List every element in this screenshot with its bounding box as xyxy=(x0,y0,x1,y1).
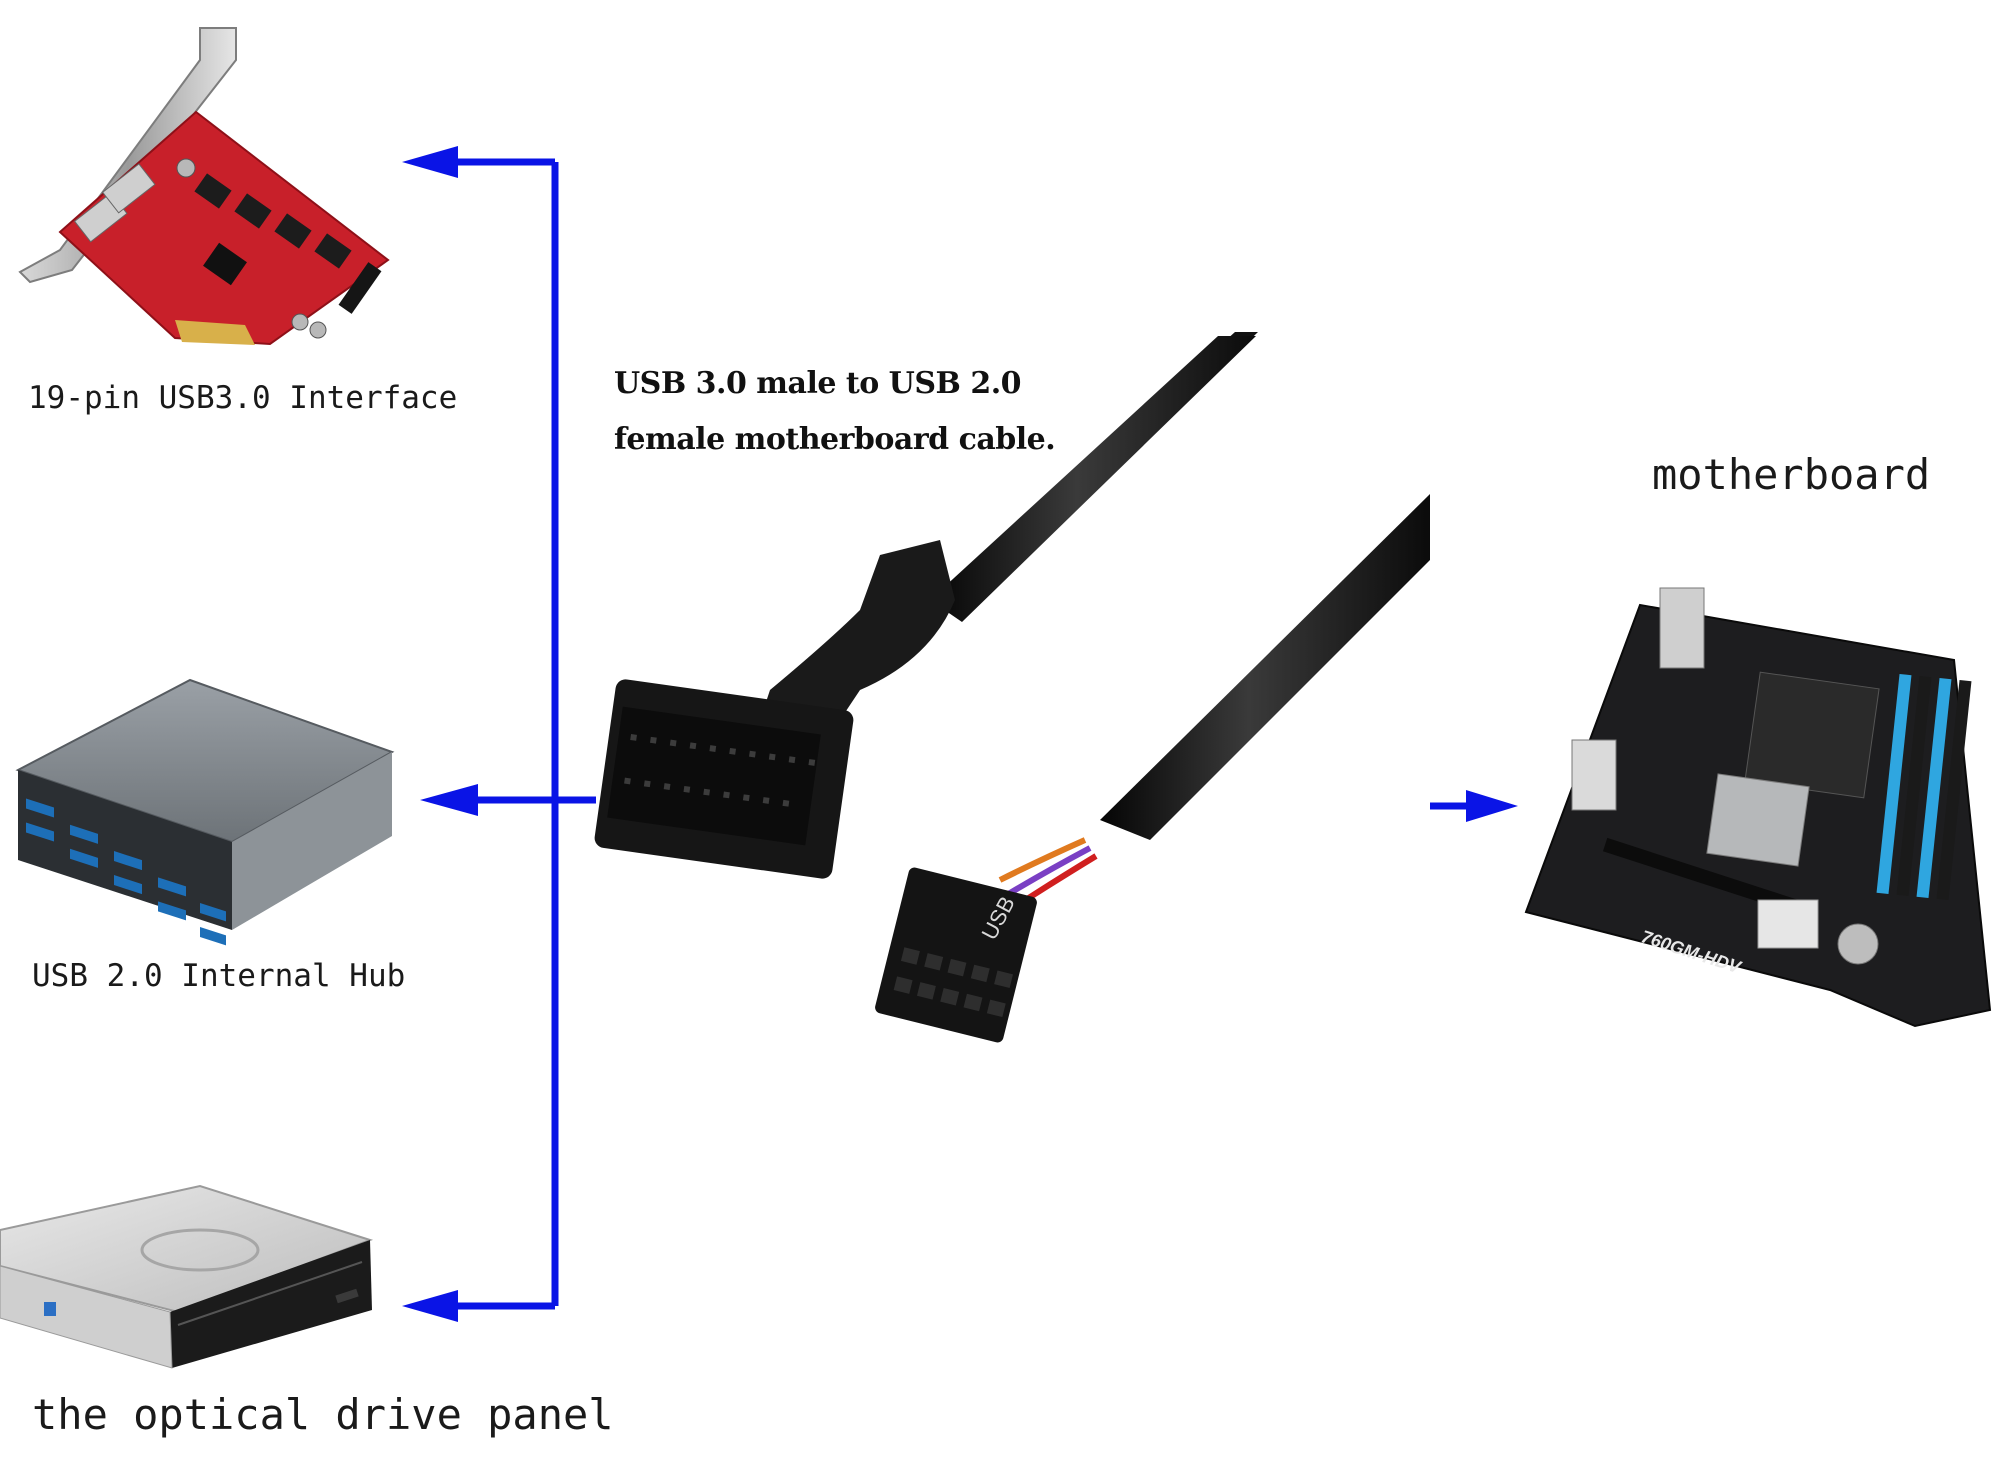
drive-disc-emboss xyxy=(140,1228,260,1272)
card-capacitor-2 xyxy=(291,313,309,331)
cable-wire-bundle-2 xyxy=(1003,845,1092,899)
arrow-middle-head xyxy=(420,784,478,816)
board-dimm-slot-4 xyxy=(1936,679,1972,901)
arrow-right-head xyxy=(1466,790,1518,822)
cable-description-line-1: USB 3.0 male to USB 2.0 xyxy=(614,366,1022,401)
cable-description: USB 3.0 male to USB 2.0 female motherboa… xyxy=(614,356,1056,468)
card-edge-connector xyxy=(175,320,255,345)
label-usb2-internal-hub: USB 2.0 Internal Hub xyxy=(32,958,406,994)
arrow-bottom-head xyxy=(402,1290,458,1322)
drive-jumper xyxy=(44,1302,56,1316)
routing-arrows xyxy=(402,146,1518,1322)
optical-drive-image xyxy=(0,1184,374,1369)
cable-wire-lower xyxy=(1100,494,1430,840)
motherboard-image: 760GM-HDV xyxy=(1524,587,1992,1028)
card-usb-port-2 xyxy=(101,163,156,214)
arrow-top-head xyxy=(402,146,458,178)
pcie-usb3-card-image xyxy=(18,27,390,346)
board-dimm-slot-3 xyxy=(1916,677,1952,899)
hub-side-face xyxy=(232,752,392,930)
label-motherboard: motherboard xyxy=(1652,450,1931,499)
card-19pin-header xyxy=(338,262,382,314)
adapter-cable-image: USB xyxy=(594,332,1430,1043)
cable-description-line-2: female motherboard cable. xyxy=(614,422,1056,457)
usb3-19pin-face xyxy=(607,706,821,846)
card-sata-port-2 xyxy=(234,193,272,229)
card-chip xyxy=(203,242,247,286)
drive-eject-button xyxy=(335,1288,359,1304)
usb-internal-hub-image xyxy=(15,678,395,946)
cable-boot-19pin xyxy=(760,540,955,720)
drive-side-face xyxy=(0,1265,173,1369)
board-heatsink xyxy=(1706,773,1810,867)
usb2-9pin-female-connector xyxy=(875,867,1037,1043)
usb3-pin-grid xyxy=(624,734,816,807)
drive-front-bezel xyxy=(170,1240,372,1368)
label-19pin-usb3-interface: 19-pin USB3.0 Interface xyxy=(28,380,458,416)
drive-tray-line xyxy=(177,1261,363,1326)
board-usb-stack xyxy=(1571,739,1617,811)
board-chipset-heatsink xyxy=(1757,899,1819,949)
cable-wire-upper-sheath xyxy=(930,336,1256,622)
usb2-pin-holes xyxy=(893,947,1014,1018)
cable-wire-bundle xyxy=(998,837,1087,883)
board-io-shield xyxy=(1659,587,1705,669)
board-cpu-socket xyxy=(1744,671,1880,799)
card-sata-port-3 xyxy=(274,213,312,249)
hub-usb-ports xyxy=(26,798,226,946)
label-optical-drive-panel: the optical drive panel xyxy=(32,1390,614,1439)
board-cmos-battery xyxy=(1837,923,1879,965)
card-bracket xyxy=(18,27,237,284)
card-sata-port-1 xyxy=(194,173,232,209)
board-pcie-slot xyxy=(1602,837,1808,917)
card-pcb xyxy=(58,110,390,346)
card-capacitor-3 xyxy=(309,321,327,339)
card-sata-port-4 xyxy=(314,233,352,269)
board-dimm-slot-1 xyxy=(1876,673,1912,895)
card-capacitor-1 xyxy=(176,158,196,178)
board-dimm-slot-2 xyxy=(1896,675,1932,897)
